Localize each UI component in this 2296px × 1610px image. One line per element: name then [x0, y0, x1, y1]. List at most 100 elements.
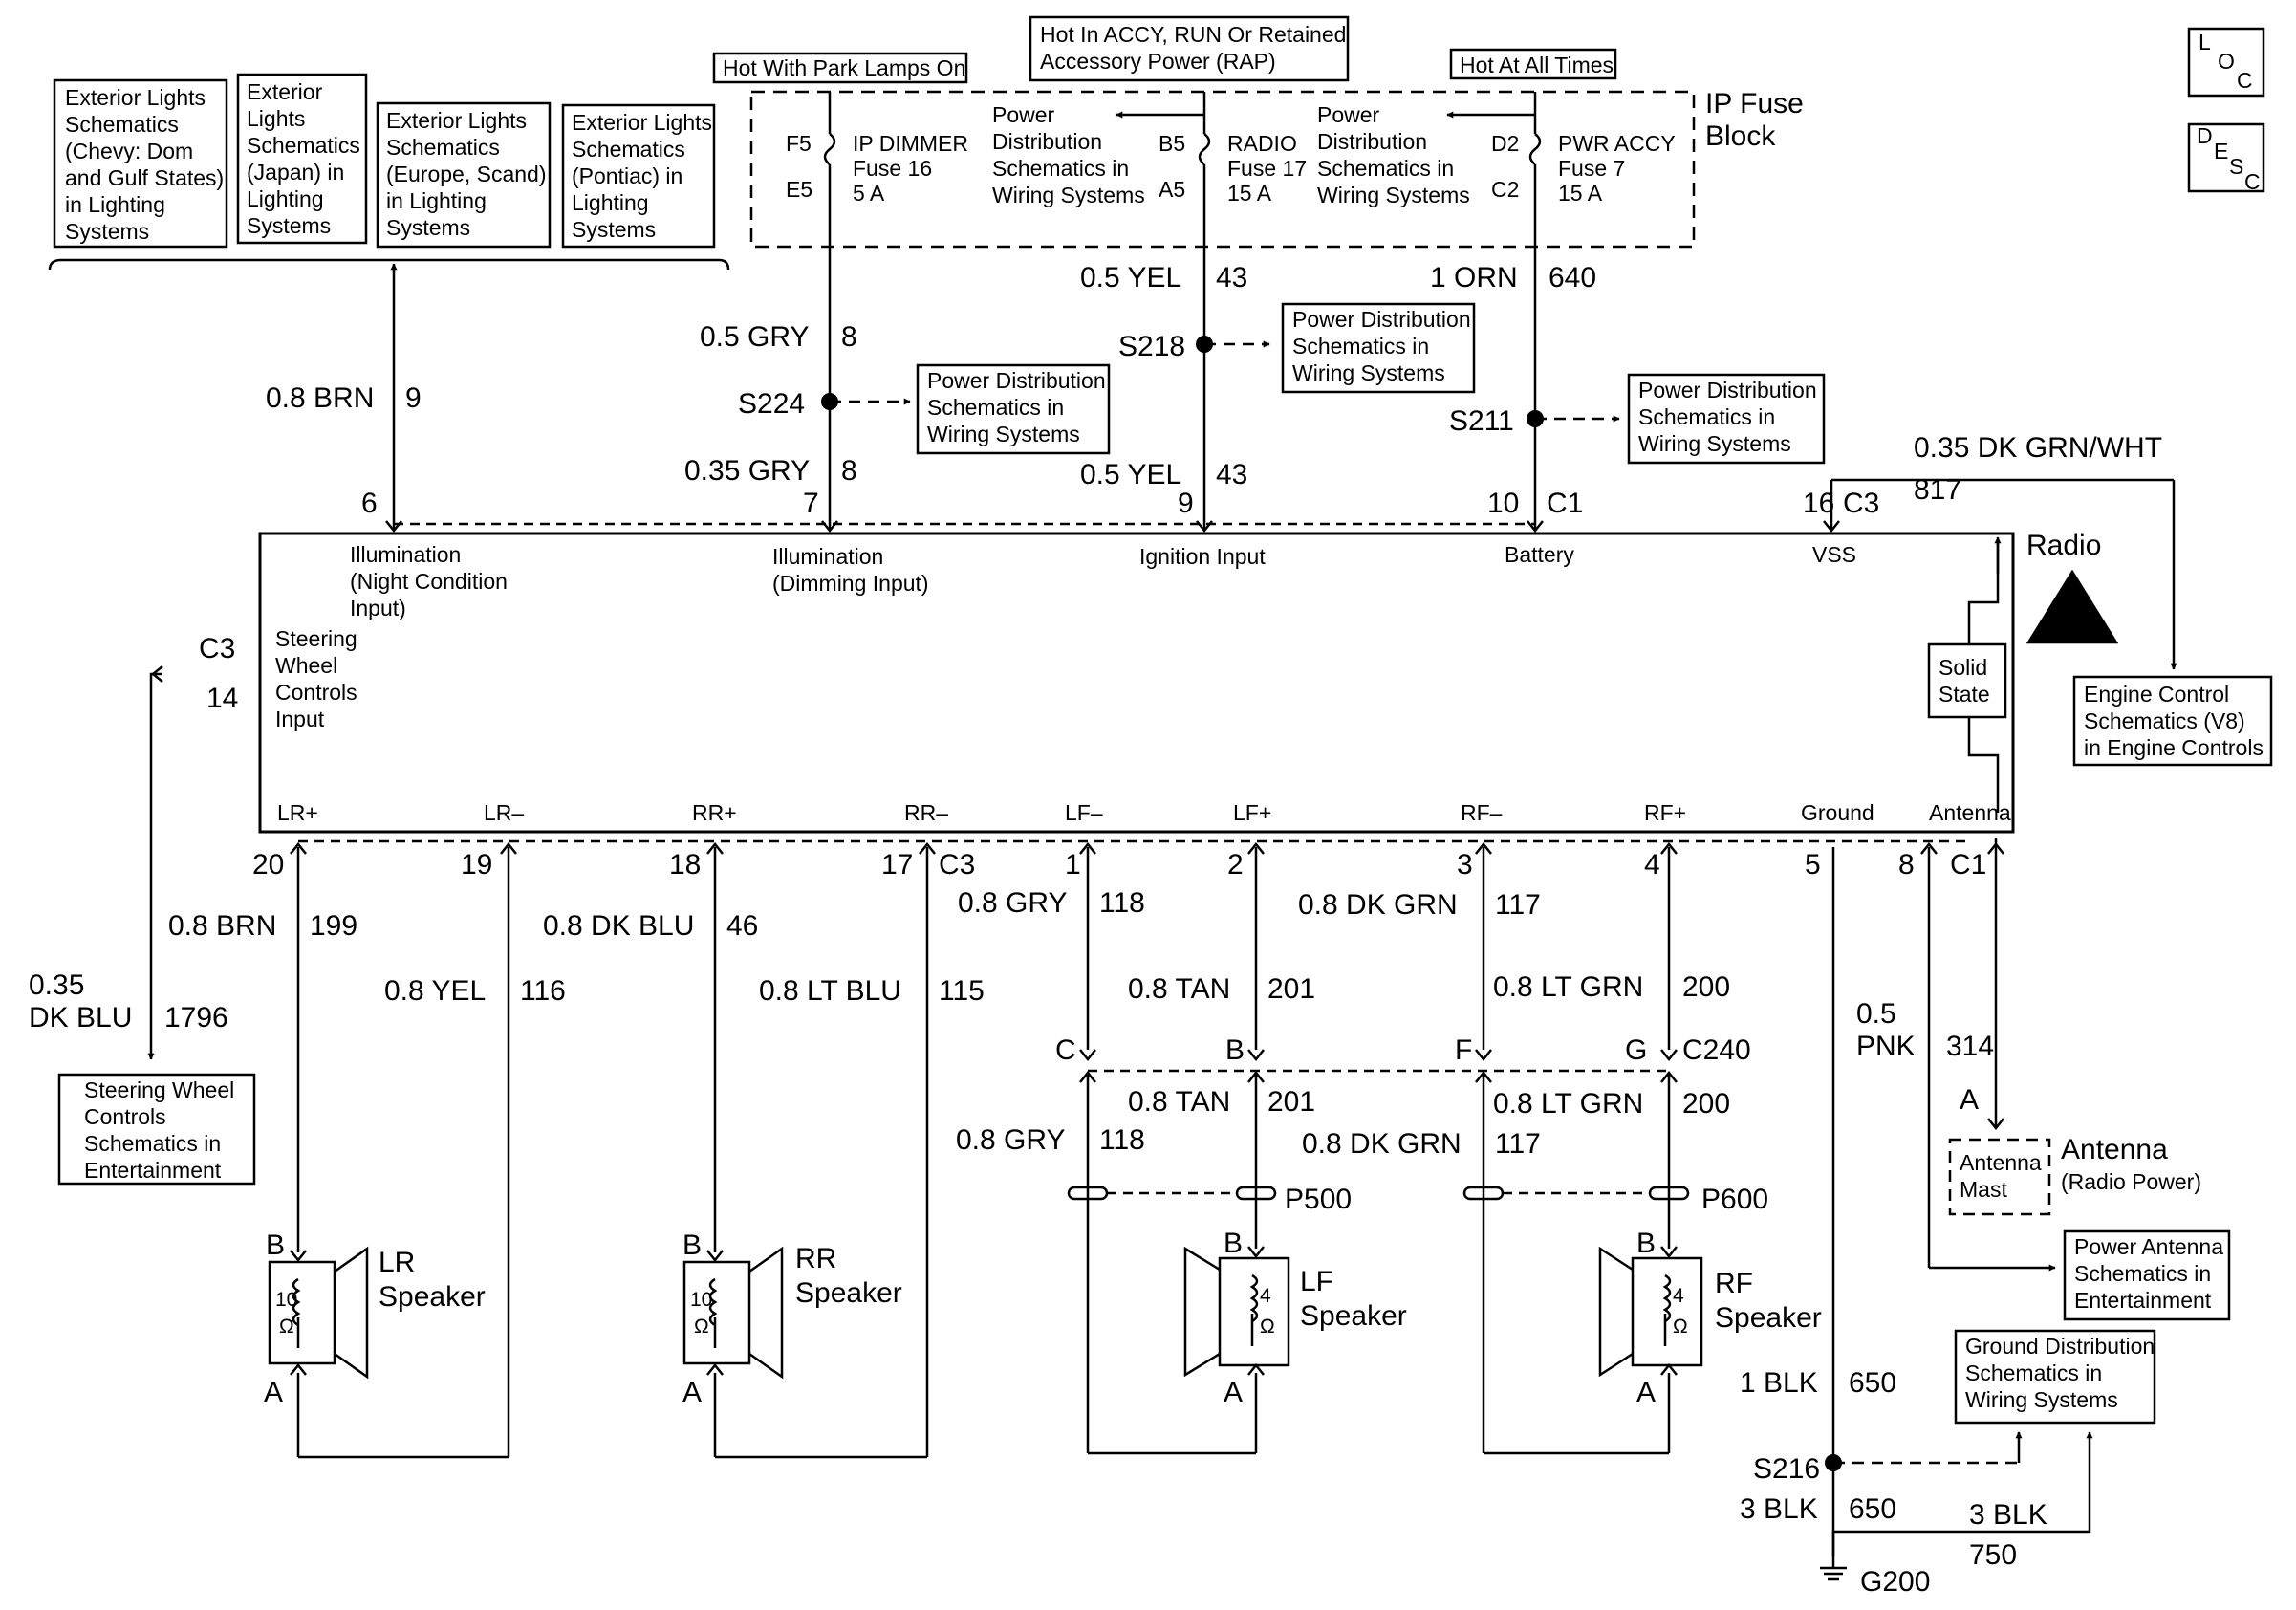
svg-text:A5: A5	[1159, 177, 1185, 202]
hot-accy-run-box	[1029, 15, 1350, 82]
pin-5: 5	[1805, 849, 1821, 881]
power-antenna-box	[2063, 1229, 2231, 1321]
svg-text:E5: E5	[786, 177, 812, 202]
wire-circuit: 640	[1549, 262, 1596, 294]
splice-s218: S218	[1118, 331, 1185, 362]
svg-text:15 A: 15 A	[1227, 181, 1272, 206]
svg-text:Illumination: Illumination	[350, 542, 461, 567]
desc-icon[interactable]	[2187, 122, 2265, 193]
lf-speaker	[1218, 1256, 1290, 1367]
svg-text:D2: D2	[1491, 131, 1519, 156]
antenna-mast-box[interactable]	[1948, 1138, 2051, 1216]
svg-text:Power Distribution: Power Distribution	[927, 368, 1106, 393]
svg-text:Steering Wheel: Steering Wheel	[84, 1077, 234, 1102]
svg-text:Schematics in: Schematics in	[992, 156, 1129, 181]
svg-text:Battery: Battery	[1505, 542, 1574, 567]
svg-text:Power Distribution: Power Distribution	[1638, 378, 1817, 402]
pin-17: 17	[881, 849, 913, 881]
svg-text:(Chevy: Dom: (Chevy: Dom	[65, 139, 193, 163]
ext-lights-pontiac-text: Exterior Lights Schematics (Pontiac) in …	[572, 110, 712, 242]
pd-s211-text: Power Distribution Schematics in Wiring …	[1638, 378, 1817, 456]
lr-ohm-unit: Ω	[279, 1316, 294, 1338]
svg-text:Schematics: Schematics	[386, 135, 500, 160]
svg-text:Illumination: Illumination	[772, 544, 883, 569]
wire-label: PNK	[1856, 1031, 1916, 1062]
wire-circuit: 118	[1099, 887, 1145, 919]
wire-label: 0.35	[29, 969, 84, 1001]
antenna-label: Antenna	[2061, 1134, 2168, 1165]
power-antenna-text: Power Antenna Schematics in Entertainmen…	[2074, 1234, 2223, 1313]
rr-pin-a: A	[682, 1377, 702, 1408]
svg-text:S: S	[2229, 154, 2243, 179]
solid-state-text: Solid State	[1939, 655, 1990, 707]
antenna-mast-text: Mast	[1960, 1177, 2007, 1202]
wire-label: 0.8 GRY	[956, 1124, 1066, 1156]
svg-text:B5: B5	[1159, 131, 1185, 156]
rf-speaker-label: Speaker	[1715, 1302, 1822, 1334]
loc-icon[interactable]	[2187, 27, 2265, 98]
pin-16: 16	[1803, 488, 1834, 519]
pin-4: 4	[1644, 849, 1660, 881]
svg-text:O: O	[2218, 49, 2235, 74]
wire-circuit: 314	[1946, 1031, 1994, 1062]
splice-s224: S224	[738, 388, 805, 420]
fuse-16: F5 E5 IP DIMMER Fuse 16 5 A	[786, 131, 968, 206]
rf-ohm: 4	[1673, 1285, 1684, 1307]
ground-dist-box	[1954, 1329, 2156, 1425]
svg-text:F5: F5	[786, 131, 812, 156]
svg-text:Entertainment: Entertainment	[2074, 1288, 2212, 1313]
svg-text:Ignition Input: Ignition Input	[1139, 544, 1266, 569]
svg-text:in Engine Controls: in Engine Controls	[2084, 735, 2264, 760]
svg-text:Schematics in: Schematics in	[1638, 404, 1775, 429]
loc-icon-text: L O C	[2199, 30, 2253, 93]
rr-ohm-unit: Ω	[694, 1316, 709, 1338]
desc-icon-text: D E S C	[2197, 123, 2261, 194]
wire-circuit: 200	[1682, 971, 1730, 1003]
c240-pin-g: G	[1625, 1034, 1647, 1066]
solid-state-box	[1927, 642, 2007, 719]
connector-c3-bottom: C3	[939, 849, 975, 881]
wire-label: 0.5 YEL	[1080, 459, 1181, 490]
hot-park-lamps-label: Hot With Park Lamps On	[723, 55, 965, 80]
svg-text:Controls: Controls	[275, 680, 357, 705]
esd-warning-icon	[2025, 569, 2119, 644]
lf-pin-a: A	[1224, 1377, 1243, 1408]
splice-s216: S216	[1753, 1453, 1820, 1485]
hot-at-all-times-box	[1449, 48, 1617, 80]
svg-text:Wiring Systems: Wiring Systems	[992, 183, 1145, 207]
svg-text:Fuse 17: Fuse 17	[1227, 156, 1307, 181]
svg-text:and Gulf States): and Gulf States)	[65, 165, 224, 190]
rf-pin-a: A	[1636, 1377, 1656, 1408]
svg-text:(Japan) in: (Japan) in	[247, 160, 344, 185]
wire-circuit: 9	[405, 382, 422, 414]
svg-text:Wheel: Wheel	[275, 653, 337, 678]
svg-text:Exterior Lights: Exterior Lights	[386, 108, 527, 133]
c240-pin-f: F	[1455, 1034, 1472, 1066]
pin-2: 2	[1227, 849, 1244, 881]
svg-text:(Pontiac) in: (Pontiac) in	[572, 163, 682, 188]
radio-module[interactable]	[258, 532, 2015, 834]
svg-text:Exterior Lights: Exterior Lights	[65, 85, 206, 110]
ext-lights-chevy-text: Exterior Lights Schematics (Chevy: Dom a…	[65, 85, 224, 244]
svg-text:15 A: 15 A	[1558, 181, 1603, 206]
pd-s211-box	[1627, 373, 1826, 465]
svg-text:IP DIMMER: IP DIMMER	[853, 131, 968, 156]
svg-text:RR+: RR+	[692, 800, 737, 825]
svg-text:D: D	[2197, 123, 2213, 148]
wire-circuit: 650	[1849, 1493, 1896, 1525]
radio-top-labels: Illumination (Night Condition Input) Ill…	[275, 542, 1856, 731]
pin-10: 10	[1487, 488, 1519, 519]
svg-text:Schematics in: Schematics in	[1317, 156, 1454, 181]
svg-text:Systems: Systems	[247, 213, 331, 238]
svg-text:Wiring Systems: Wiring Systems	[1292, 360, 1445, 385]
svg-text:LF–: LF–	[1065, 800, 1103, 825]
pd-fuse-right-text: Power Distribution Schematics in Wiring …	[1317, 102, 1470, 207]
lr-speaker	[268, 1260, 336, 1365]
svg-text:Wiring Systems: Wiring Systems	[1317, 183, 1470, 207]
wire-label: 3 BLK	[1740, 1493, 1818, 1525]
rr-ohm: 10	[690, 1289, 712, 1311]
svg-text:Power Antenna: Power Antenna	[2074, 1234, 2223, 1259]
wire-circuit: 115	[939, 975, 985, 1007]
ext-lights-japan-text: Exterior Lights Schematics (Japan) in Li…	[247, 79, 360, 238]
svg-text:(Europe, Scand): (Europe, Scand)	[386, 162, 546, 186]
